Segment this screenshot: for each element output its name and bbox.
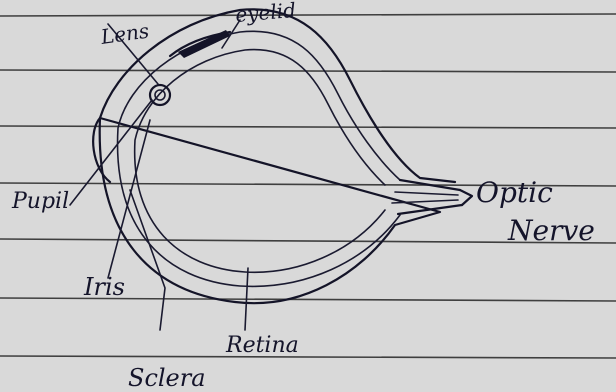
label-eyelid: eyelid [234,0,296,27]
label-iris: Iris [83,273,125,301]
label-retina: Retina [225,333,299,358]
lens-dark-band [178,30,230,58]
pupil-circle [150,85,170,105]
pupil-inner [155,90,165,100]
choroid-outline [118,31,400,286]
label-lens: Lens [98,18,150,49]
label-sclera: Sclera [128,364,206,392]
retina-outline [135,50,385,273]
label-pupil: Pupil [11,189,69,214]
label-optic-nerve-line1: Optic [476,176,553,209]
label-optic-nerve-line2: Nerve [507,214,595,247]
